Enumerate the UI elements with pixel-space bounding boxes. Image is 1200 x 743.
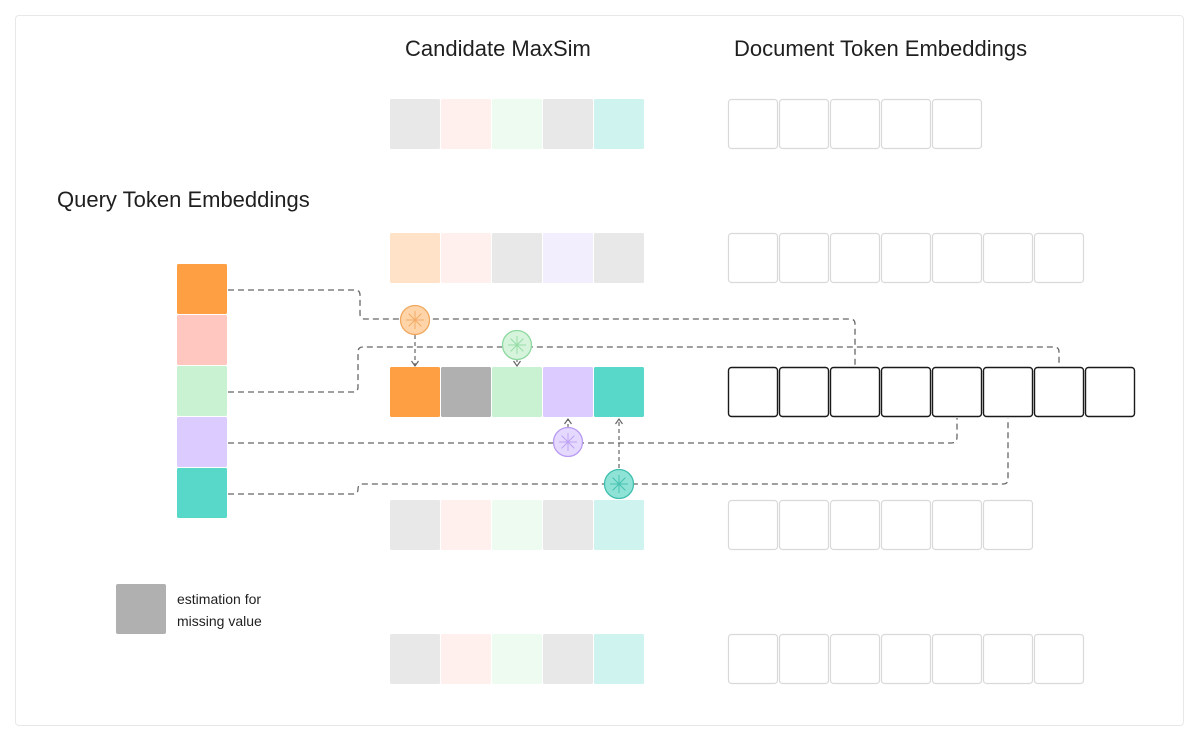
document-token-active <box>829 366 881 418</box>
document-token <box>931 499 983 551</box>
legend-estimation-swatch <box>116 584 166 634</box>
candidate-cell-teal <box>594 367 644 417</box>
document-token <box>982 232 1034 284</box>
document-token <box>931 98 983 150</box>
teal-query-connector <box>228 418 1009 495</box>
candidate-cell-estimated <box>441 367 491 417</box>
document-token-active <box>982 366 1034 418</box>
purple-query-connector <box>228 418 958 444</box>
document-token <box>829 98 881 150</box>
candidate-maxsim-heading: Candidate MaxSim <box>405 36 591 61</box>
document-token <box>727 98 779 150</box>
candidate-cell-light_gray <box>492 233 542 283</box>
document-token-active <box>880 366 932 418</box>
document-token-active <box>727 366 779 418</box>
document-token <box>880 232 932 284</box>
document-token <box>880 98 932 150</box>
document-token <box>982 633 1034 685</box>
candidate-cell-light_gray <box>390 634 440 684</box>
candidate-cell-green <box>492 367 542 417</box>
candidate-cell-light_pink <box>441 500 491 550</box>
document-token <box>727 232 779 284</box>
candidate-cell-light_pink <box>441 233 491 283</box>
candidate-cell-light_gray <box>543 634 593 684</box>
document-token-active <box>931 366 983 418</box>
document-token-active <box>778 366 830 418</box>
document-token-embeddings-heading: Document Token Embeddings <box>734 36 1028 61</box>
legend-label: estimation for missing value <box>177 588 262 632</box>
document-token <box>829 499 881 551</box>
candidate-cell-light_orange <box>390 233 440 283</box>
query-token-embeddings-heading: Query Token Embeddings <box>57 187 310 212</box>
query-token-teal <box>177 468 227 518</box>
maxsim-arrow-head <box>615 417 623 425</box>
legend-line-1: estimation for <box>177 591 262 607</box>
candidate-cell-light_purple <box>543 233 593 283</box>
document-token <box>778 633 830 685</box>
maxsim-marker-glyph <box>559 433 577 451</box>
document-token <box>931 633 983 685</box>
maxsim-arrow-head <box>564 417 572 425</box>
maxsim-arrow-head <box>513 360 521 368</box>
maxsim-marker-glyph <box>610 475 628 493</box>
document-token <box>829 633 881 685</box>
query-token-green <box>177 366 227 416</box>
candidate-cell-light_teal <box>594 634 644 684</box>
candidate-cell-light_gray <box>390 500 440 550</box>
candidate-cell-light_gray <box>594 233 644 283</box>
document-token <box>727 633 779 685</box>
candidate-cell-light_green <box>492 634 542 684</box>
candidate-cell-light_pink <box>441 99 491 149</box>
document-token <box>778 232 830 284</box>
diagram-frame <box>15 15 1184 726</box>
candidate-cell-purple <box>543 367 593 417</box>
document-token <box>829 232 881 284</box>
document-token <box>727 499 779 551</box>
document-token <box>778 98 830 150</box>
maxsim-arrow-head <box>411 360 419 368</box>
maxsim-marker-glyph <box>406 311 424 329</box>
document-token <box>880 633 932 685</box>
document-token <box>1033 232 1085 284</box>
legend-line-2: missing value <box>177 613 262 629</box>
document-token-active <box>1033 366 1085 418</box>
document-token <box>778 499 830 551</box>
document-token <box>1033 633 1085 685</box>
document-token <box>931 232 983 284</box>
query-token-pink <box>177 315 227 365</box>
maxsim-marker-glyph <box>508 336 526 354</box>
green-query-connector <box>228 346 1060 393</box>
candidate-cell-light_green <box>492 500 542 550</box>
candidate-cell-light_pink <box>441 634 491 684</box>
candidate-cell-light_gray <box>543 500 593 550</box>
document-token-active <box>1084 366 1136 418</box>
candidate-cell-orange <box>390 367 440 417</box>
document-token <box>982 499 1034 551</box>
candidate-cell-light_teal <box>594 500 644 550</box>
query-token-orange <box>177 264 227 314</box>
document-token <box>880 499 932 551</box>
candidate-cell-light_gray <box>390 99 440 149</box>
orange-query-connector <box>228 289 856 366</box>
query-token-purple <box>177 417 227 467</box>
candidate-cell-light_gray <box>543 99 593 149</box>
candidate-cell-light_teal <box>594 99 644 149</box>
candidate-cell-light_green <box>492 99 542 149</box>
